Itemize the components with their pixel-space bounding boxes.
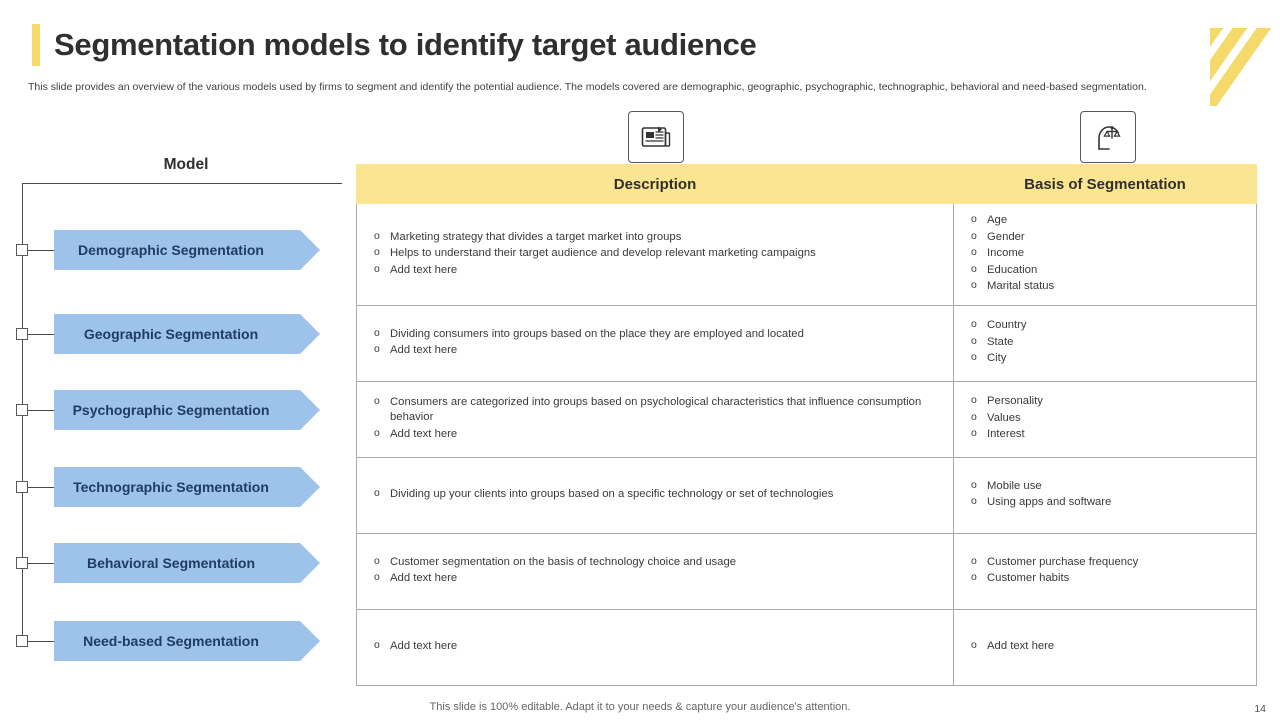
basis-bullet-list: Country State City	[967, 317, 1243, 367]
list-item: Education	[967, 262, 1243, 279]
list-item: Consumers are categorized into groups ba…	[370, 394, 940, 426]
list-item: Customer habits	[967, 570, 1243, 587]
model-item-demographic[interactable]: Demographic Segmentation	[16, 230, 320, 270]
cell-basis: Customer purchase frequency Customer hab…	[953, 532, 1257, 610]
table-row: Dividing up your clients into groups bas…	[356, 456, 1257, 534]
list-item: Using apps and software	[967, 494, 1243, 511]
node-connector-line	[28, 640, 54, 642]
model-chip-label: Geographic Segmentation	[54, 314, 320, 354]
node-square-icon	[16, 635, 28, 647]
list-item: City	[967, 350, 1243, 367]
basis-bullet-list: Age Gender Income Education Marital stat…	[967, 212, 1243, 295]
list-item: Add text here	[370, 426, 940, 443]
column-header-basis: Basis of Segmentation	[953, 164, 1257, 204]
node-connector-line	[28, 562, 54, 564]
model-item-geographic[interactable]: Geographic Segmentation	[16, 314, 320, 354]
description-bullet-list: Consumers are categorized into groups ba…	[370, 394, 940, 443]
slide-subtitle: This slide provides an overview of the v…	[28, 81, 1147, 93]
footer-note: This slide is 100% editable. Adapt it to…	[429, 701, 851, 713]
list-item: Marital status	[967, 278, 1243, 295]
list-item: Dividing consumers into groups based on …	[370, 326, 940, 343]
model-chip-label: Psychographic Segmentation	[54, 390, 320, 430]
list-item: Add text here	[370, 262, 940, 279]
cell-basis: Country State City	[953, 304, 1257, 382]
list-item: Income	[967, 245, 1243, 262]
model-column-heading: Model	[163, 156, 209, 173]
basis-bullet-list: Add text here	[967, 638, 1243, 655]
node-square-icon	[16, 481, 28, 493]
title-accent-bar	[32, 24, 40, 66]
cell-description: Dividing up your clients into groups bas…	[356, 456, 954, 534]
list-item: Dividing up your clients into groups bas…	[370, 486, 940, 503]
list-item: Personality	[967, 393, 1243, 410]
node-connector-line	[28, 486, 54, 488]
list-item: Add text here	[370, 638, 940, 655]
cell-description: Consumers are categorized into groups ba…	[356, 380, 954, 458]
list-item: Values	[967, 410, 1243, 427]
cell-description: Add text here	[356, 608, 954, 686]
list-item: Age	[967, 212, 1243, 229]
basis-bullet-list: Customer purchase frequency Customer hab…	[967, 554, 1243, 587]
model-chip-label: Need-based Segmentation	[54, 621, 320, 661]
table-header-row: Description Basis of Segmentation	[356, 164, 1257, 204]
cell-basis: Age Gender Income Education Marital stat…	[953, 203, 1257, 306]
list-item: Mobile use	[967, 478, 1243, 495]
corner-stripes-decoration	[1210, 28, 1280, 106]
node-square-icon	[16, 557, 28, 569]
description-bullet-list: Dividing consumers into groups based on …	[370, 326, 940, 359]
description-bullet-list: Dividing up your clients into groups bas…	[370, 486, 940, 503]
node-square-icon	[16, 404, 28, 416]
node-square-icon	[16, 328, 28, 340]
cell-description: Customer segmentation on the basis of te…	[356, 532, 954, 610]
page-title: Segmentation models to identify target a…	[32, 24, 757, 66]
table-row: Add text here Add text here	[356, 608, 1257, 686]
model-item-psychographic[interactable]: Psychographic Segmentation	[16, 390, 320, 430]
model-chip-label: Technographic Segmentation	[54, 467, 320, 507]
basis-bullet-list: Personality Values Interest	[967, 393, 1243, 443]
list-item: Country	[967, 317, 1243, 334]
model-item-technographic[interactable]: Technographic Segmentation	[16, 467, 320, 507]
model-divider-horizontal	[22, 183, 342, 184]
list-item: Add text here	[370, 570, 940, 587]
model-item-need-based[interactable]: Need-based Segmentation	[16, 621, 320, 661]
segmentation-table: Description Basis of Segmentation Market…	[356, 164, 1257, 686]
node-connector-line	[28, 249, 54, 251]
node-square-icon	[16, 244, 28, 256]
table-row: Consumers are categorized into groups ba…	[356, 380, 1257, 458]
description-bullet-list: Marketing strategy that divides a target…	[370, 229, 940, 279]
basis-bullet-list: Mobile use Using apps and software	[967, 478, 1243, 511]
cell-description: Marketing strategy that divides a target…	[356, 203, 954, 306]
description-bullet-list: Add text here	[370, 638, 940, 655]
table-row: Marketing strategy that divides a target…	[356, 203, 1257, 306]
description-bullet-list: Customer segmentation on the basis of te…	[370, 554, 940, 587]
list-item: Add text here	[370, 342, 940, 359]
model-chip-label: Demographic Segmentation	[54, 230, 320, 270]
page-number: 14	[1254, 703, 1266, 715]
node-connector-line	[28, 333, 54, 335]
cell-description: Dividing consumers into groups based on …	[356, 304, 954, 382]
table-row: Customer segmentation on the basis of te…	[356, 532, 1257, 610]
list-item: Interest	[967, 426, 1243, 443]
list-item: Customer purchase frequency	[967, 554, 1243, 571]
column-header-description: Description	[356, 164, 954, 204]
cell-basis: Mobile use Using apps and software	[953, 456, 1257, 534]
cell-basis: Add text here	[953, 608, 1257, 686]
list-item: Helps to understand their target audienc…	[370, 245, 940, 262]
list-item: Marketing strategy that divides a target…	[370, 229, 940, 246]
table-row: Dividing consumers into groups based on …	[356, 304, 1257, 382]
model-chip-label: Behavioral Segmentation	[54, 543, 320, 583]
list-item: Customer segmentation on the basis of te…	[370, 554, 940, 571]
list-item: State	[967, 334, 1243, 351]
model-item-behavioral[interactable]: Behavioral Segmentation	[16, 543, 320, 583]
list-item: Add text here	[967, 638, 1243, 655]
title-text: Segmentation models to identify target a…	[54, 27, 757, 62]
list-item: Gender	[967, 229, 1243, 246]
node-connector-line	[28, 409, 54, 411]
newspaper-megaphone-icon	[628, 111, 684, 163]
cell-basis: Personality Values Interest	[953, 380, 1257, 458]
head-balance-scale-icon	[1080, 111, 1136, 163]
